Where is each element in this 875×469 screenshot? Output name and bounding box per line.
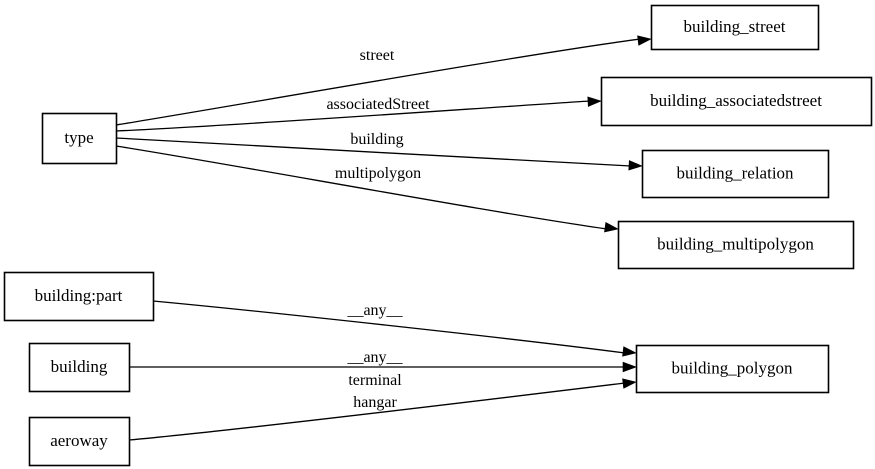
node-box[interactable] <box>41 112 118 165</box>
edge-label-buildingpart-any: __any__ <box>346 302 403 319</box>
node-building_polygon[interactable]: building_polygon <box>635 344 830 394</box>
edge-type-street <box>115 35 652 126</box>
edge-arrowhead-icon <box>622 378 637 389</box>
node-box[interactable] <box>617 220 855 270</box>
edge-line <box>115 38 641 126</box>
edge-arrowhead-icon <box>604 221 619 233</box>
node-label: building_polygon <box>672 358 793 377</box>
edge-label-type-building: building <box>350 131 403 148</box>
node-label: type <box>64 128 93 147</box>
node-type[interactable]: type <box>41 112 118 165</box>
edge-arrowhead-icon <box>622 361 637 373</box>
node-box[interactable] <box>28 342 131 393</box>
edge-arrowhead-icon <box>628 160 643 171</box>
edge-line <box>128 382 626 441</box>
node-label: building_relation <box>676 163 794 182</box>
edge-arrowhead-icon <box>622 346 637 357</box>
node-label: building_street <box>684 17 786 36</box>
node-building_part[interactable]: building:part <box>3 271 155 322</box>
node-box[interactable] <box>635 344 830 394</box>
edge-arrowhead-icon <box>637 35 652 46</box>
edge-line <box>115 137 632 167</box>
node-box[interactable] <box>650 4 820 51</box>
node-building_street[interactable]: building_street <box>650 4 820 51</box>
node-building[interactable]: building <box>28 342 131 393</box>
node-label: building <box>51 357 108 376</box>
edge-type-building <box>115 137 643 171</box>
node-box[interactable] <box>3 271 155 322</box>
node-building_multipolygon[interactable]: building_multipolygon <box>617 220 855 270</box>
node-label: building_associatedstreet <box>650 91 822 110</box>
node-label: aeroway <box>50 431 108 450</box>
edge-label-type-street: street <box>360 47 395 64</box>
node-building_associatedstreet[interactable]: building_associatedstreet <box>600 76 873 127</box>
edge-type-multipolygon <box>115 145 619 233</box>
node-box[interactable] <box>600 76 873 127</box>
edge-aeroway-terminal-hangar <box>128 378 637 441</box>
edge-label-type-multipolygon: multipolygon <box>335 165 421 182</box>
node-box[interactable] <box>28 416 131 467</box>
node-label: building_multipolygon <box>657 234 814 253</box>
edge-building-any <box>129 361 637 373</box>
node-aeroway[interactable]: aeroway <box>28 416 131 467</box>
edges-layer <box>115 35 652 441</box>
node-building_relation[interactable]: building_relation <box>641 149 830 199</box>
edge-labels-layer: street associatedStreet building multipolyg… <box>326 47 430 411</box>
edge-buildingpart-any <box>152 300 637 357</box>
edge-line <box>115 145 608 230</box>
edge-line <box>115 100 591 132</box>
edge-line <box>152 300 626 354</box>
node-box[interactable] <box>641 149 830 199</box>
nodes-layer: type building_street building_associatedst… <box>3 4 873 467</box>
node-label: building:part <box>35 286 123 305</box>
edge-arrowhead-icon <box>587 96 602 107</box>
edge-label-building-any: __any__ <box>346 349 403 366</box>
edge-type-associatedstreet <box>115 96 602 132</box>
edge-label-type-associatedstreet: associatedStreet <box>326 96 430 113</box>
